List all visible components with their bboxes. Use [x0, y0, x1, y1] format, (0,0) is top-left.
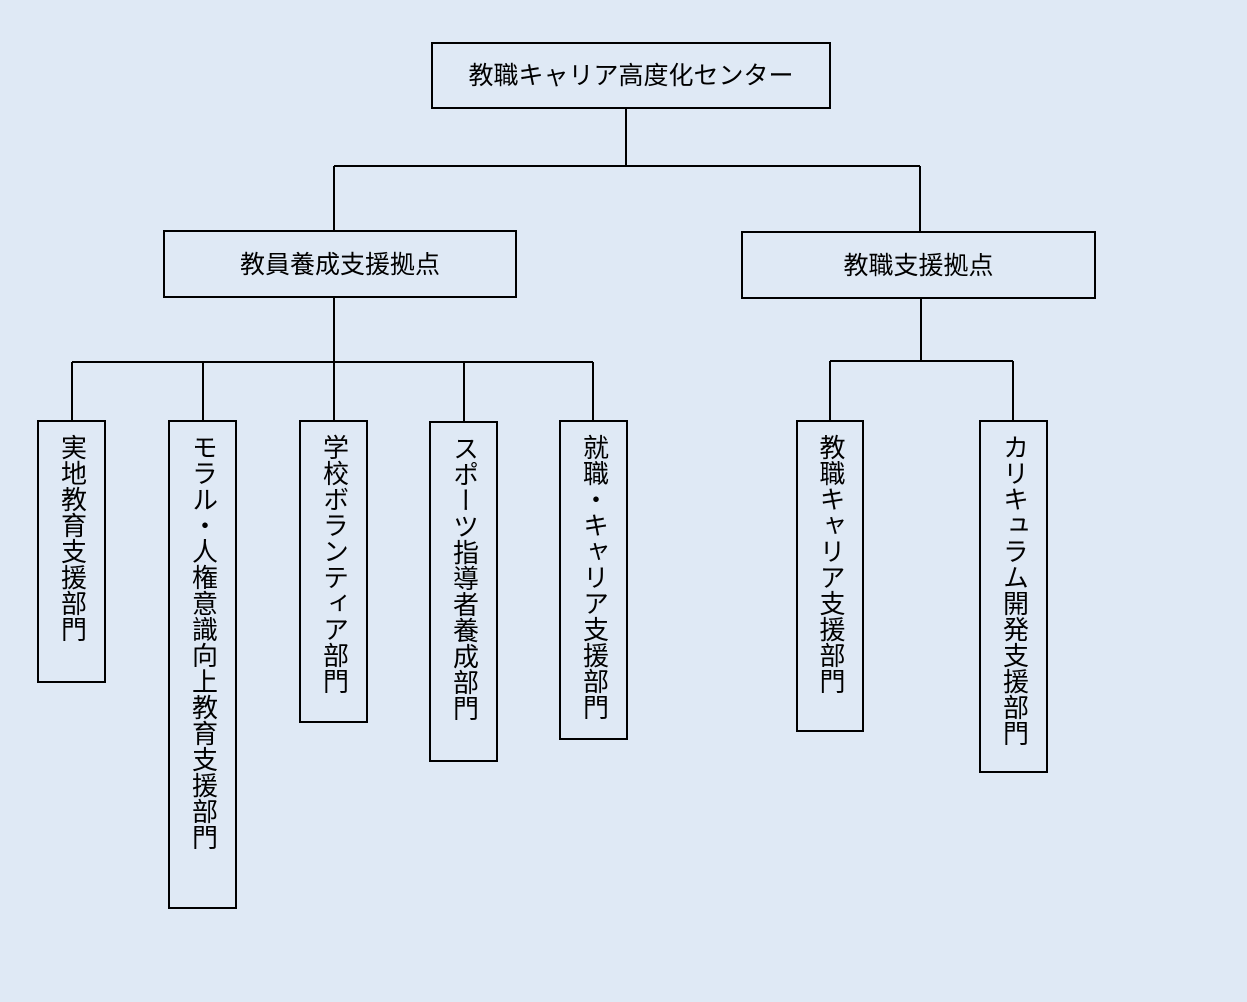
department-node-teaching-career: 教職キャリア支援部門 [796, 420, 864, 732]
department-node-field-education: 実地教育支援部門 [37, 420, 106, 683]
department-node-label: モラル・人権意識向上教育支援部門 [187, 434, 218, 850]
branch-node-label: 教員養成支援拠点 [239, 249, 440, 279]
department-node-label: カリキュラム開発支援部門 [998, 434, 1029, 746]
department-node-curriculum-development: カリキュラム開発支援部門 [979, 420, 1048, 773]
branch-node-career-support: 教職支援拠点 [741, 231, 1096, 299]
root-node: 教職キャリア高度化センター [431, 42, 831, 109]
department-node-label: 教職キャリア支援部門 [815, 434, 845, 694]
department-node-label: スポーツ指導者養成部門 [448, 435, 479, 721]
department-node-sports-coach: スポーツ指導者養成部門 [429, 421, 498, 762]
root-node-label: 教職キャリア高度化センター [468, 61, 794, 90]
department-node-label: 学校ボランティア部門 [318, 434, 349, 694]
department-node-moral-human-rights: モラル・人権意識向上教育支援部門 [168, 420, 237, 909]
branch-node-teacher-training: 教員養成支援拠点 [163, 230, 517, 298]
department-node-school-volunteer: 学校ボランティア部門 [299, 420, 368, 723]
department-node-label: 実地教育支援部門 [56, 434, 87, 642]
department-node-label: 就職・キャリア支援部門 [578, 434, 609, 720]
branch-node-label: 教職支援拠点 [843, 250, 994, 280]
department-node-employment-career: 就職・キャリア支援部門 [559, 420, 628, 740]
